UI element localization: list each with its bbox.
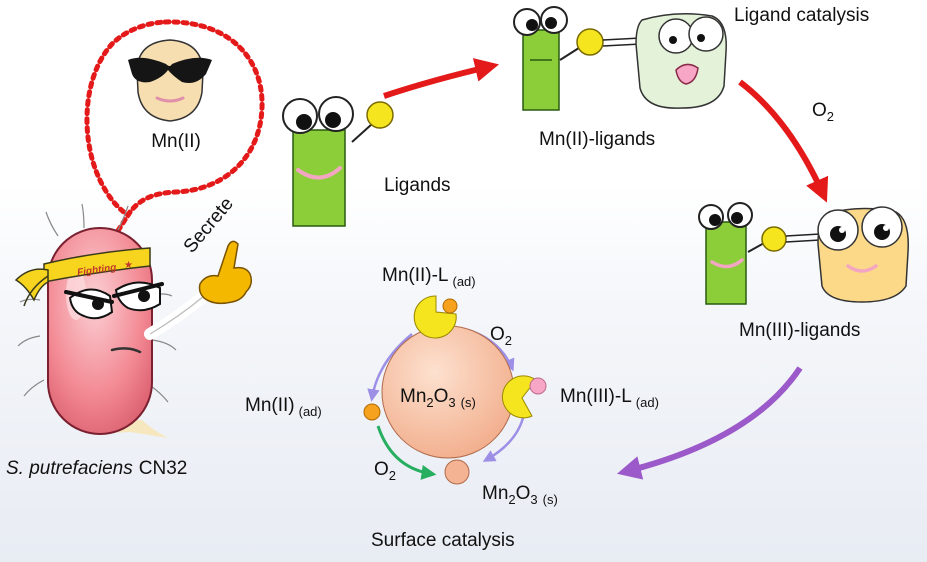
cycle-arrow-right [482, 413, 526, 462]
mn2o3-product-label: Mn2O3(s) [482, 483, 558, 507]
mn2-ad-label: Mn(II)(ad) [245, 395, 322, 419]
headband-star: ★ [124, 260, 133, 271]
bacterium-character-icon [14, 203, 177, 438]
mn2o3-product-particle [444, 459, 470, 485]
arrow-to-mn3-ligands [738, 79, 829, 203]
mn2o3-center-label: Mn2O3(s) [400, 386, 476, 410]
cycle-arrow-green [376, 425, 437, 480]
mn3-l-ad-label: Mn(III)-L(ad) [560, 386, 659, 410]
o2-main-label: O2 [812, 100, 834, 124]
ligands-label: Ligands [384, 175, 451, 196]
mn2-ligands-label: Mn(II)-ligands [539, 129, 655, 150]
mn2-bubble-label: Mn(II) [151, 131, 201, 152]
ligand-catalysis-label: Ligand catalysis [734, 5, 869, 26]
o2-cycle-bottom-label: O2 [374, 459, 396, 483]
pacman-ligand-icon [413, 295, 458, 339]
mn2-cartoon-face-icon [128, 39, 212, 122]
mn2-l-ad-label: Mn(II)-L(ad) [382, 265, 476, 289]
cycle-arrow-left [367, 333, 413, 402]
mn2-adsorbed-ion [363, 403, 381, 421]
pacman-mn3-ligand-icon [501, 375, 547, 419]
pointing-hand-icon [144, 240, 253, 340]
o2-cycle-top-label: O2 [490, 324, 512, 348]
headband-text: Fighting [76, 262, 117, 278]
mn3-ligand-complex-icon [698, 202, 909, 305]
surface-catalysis-label: Surface catalysis [371, 530, 515, 551]
arrow-to-mn2-ligands [383, 58, 500, 99]
mn2-ligand-complex-icon [513, 6, 727, 111]
ligand-character-icon [282, 96, 394, 227]
mn3-ligands-label: Mn(III)-ligands [739, 320, 860, 341]
arrow-to-surface-catalysis [617, 366, 803, 480]
